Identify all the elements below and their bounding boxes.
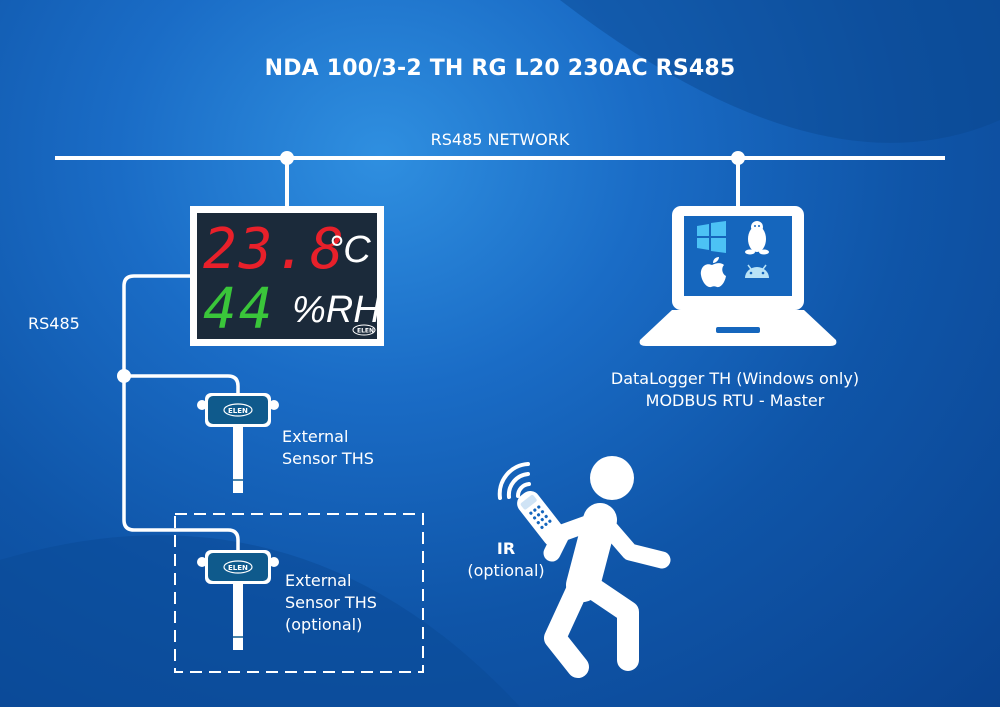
sensor2-line1: External <box>285 571 352 590</box>
ir-title: IR <box>496 539 516 558</box>
elen-logo-icon <box>223 560 253 574</box>
sensor1-line1: External <box>282 427 349 446</box>
sensor1-brand: ELEN <box>228 407 248 415</box>
display-brand: ELEN <box>357 328 374 335</box>
sensor2-line2: Sensor THS <box>285 593 377 612</box>
datalogger-label: DataLogger TH (Windows only) MODBUS RTU … <box>560 368 910 412</box>
sensor1-mount-tab <box>269 400 279 410</box>
walking-person-icon <box>543 456 671 678</box>
ir-label: IR (optional) <box>451 538 561 582</box>
sensor2-body <box>208 553 268 581</box>
background-swoosh <box>0 535 520 707</box>
sensor1-mount-tab <box>197 400 207 410</box>
sensor1-body <box>208 396 268 424</box>
datalogger-line2: MODBUS RTU - Master <box>645 391 825 410</box>
background-swoosh <box>560 0 1000 143</box>
sensor1-label: External Sensor THS <box>282 426 374 470</box>
optional-sensor-box <box>174 513 424 673</box>
apple-icon <box>700 257 726 288</box>
android-icon <box>745 264 769 278</box>
sensor1-probe <box>233 427 243 493</box>
ir-wave-icon <box>497 462 530 500</box>
sensor2-label: External Sensor THS (optional) <box>285 570 377 636</box>
sensor2-probe <box>233 584 243 650</box>
sensor2-mount-tab <box>269 557 279 567</box>
ir-wave-icon <box>515 482 531 498</box>
elen-logo-icon <box>352 324 376 336</box>
humidity-digits: 44 <box>203 277 274 342</box>
rs485-network-label: RS485 NETWORK <box>430 130 570 149</box>
temperature-digits: 23.8 <box>203 217 346 282</box>
linux-icon <box>745 221 769 255</box>
sensor1-branch-line <box>124 374 240 394</box>
rs485-branch-line <box>122 274 240 552</box>
temperature-unit: °C <box>328 229 371 271</box>
laptop-touchpad <box>716 327 760 333</box>
humidity-unit: %RH <box>292 289 381 331</box>
diagram-title: NDA 100/3-2 TH RG L20 230AC RS485 <box>264 56 736 81</box>
datalogger-line1: DataLogger TH (Windows only) <box>610 369 860 388</box>
windows-icon <box>697 221 726 253</box>
ir-wave-icon <box>506 472 530 499</box>
rs485-branch-label: RS485 <box>28 314 80 333</box>
ir-optional: (optional) <box>467 561 545 580</box>
sensor1-line2: Sensor THS <box>282 449 374 468</box>
led-display-face <box>197 213 377 339</box>
sensor2-mount-tab <box>197 557 207 567</box>
branch-node <box>117 369 131 383</box>
elen-logo-icon <box>223 403 253 417</box>
sensor2-line3: (optional) <box>285 615 363 634</box>
sensor2-brand: ELEN <box>228 564 248 572</box>
